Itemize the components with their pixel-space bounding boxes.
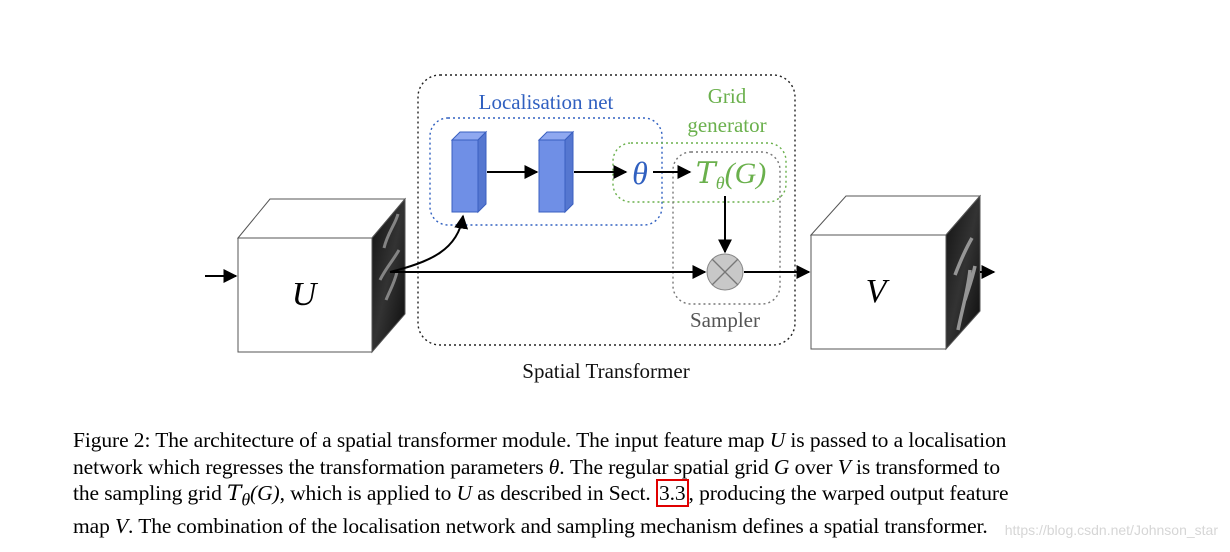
caption-line-1: Figure 2: The architecture of a spatial … xyxy=(73,427,1153,454)
caption-text: as described in Sect. xyxy=(471,481,656,506)
input-label-u: U xyxy=(292,276,319,313)
localisation-layer-2 xyxy=(537,130,575,214)
output-feature-map-v xyxy=(809,194,982,351)
caption-text: is transformed to xyxy=(850,454,1001,479)
arrow-u-to-localisation xyxy=(389,214,469,273)
section-reference-link[interactable]: 3.3 xyxy=(655,479,689,508)
input-feature-map-u xyxy=(236,197,407,354)
caption-line-4: map V. The combination of the localisati… xyxy=(73,513,1153,540)
caption-text: , which is applied to xyxy=(279,481,457,506)
caption-text: . The regular spatial grid xyxy=(559,454,774,479)
symbol-t-sub: θ xyxy=(241,489,251,510)
symbol-g: G xyxy=(773,454,790,479)
symbol-u: U xyxy=(769,428,786,452)
symbol-u: U xyxy=(456,481,473,506)
localisation-net-label: Localisation net xyxy=(479,90,614,114)
caption-text: over xyxy=(789,454,838,479)
caption-text: network which regresses the transformati… xyxy=(73,454,549,479)
caption-text: is passed to a localisation xyxy=(785,428,1007,452)
caption-line-2: network which regresses the transformati… xyxy=(73,454,1153,481)
symbol-t-arg: (G) xyxy=(250,481,280,506)
spatial-transformer-label: Spatial Transformer xyxy=(522,359,689,383)
figure-caption: Figure 2: The architecture of a spatial … xyxy=(73,427,1153,540)
caption-text: , producing the warped output feature xyxy=(688,481,1009,506)
spatial-transformer-diagram: U V Localisation net Grid generator θ Tθ… xyxy=(205,74,996,383)
watermark: https://blog.csdn.net/Johnson_star xyxy=(1004,522,1218,538)
caption-text: map xyxy=(73,514,115,539)
localisation-net-box xyxy=(429,117,663,226)
transform-function: Tθ(G) xyxy=(696,156,767,193)
caption-text: . The combination of the localisation ne… xyxy=(128,514,988,539)
figure-label: Figure 2: xyxy=(73,428,151,452)
transform-t: T xyxy=(696,156,718,191)
caption-line-3: the sampling grid Tθ(G), which is applie… xyxy=(73,479,1153,513)
spatial-transformer-container xyxy=(417,74,796,346)
theta-symbol: θ xyxy=(632,155,648,191)
grid-generator-label-line2: generator xyxy=(687,113,766,137)
symbol-theta: θ xyxy=(548,454,560,479)
symbol-v: V xyxy=(837,454,851,479)
grid-generator-label-line1: Grid xyxy=(708,84,747,108)
sampler-box xyxy=(672,151,781,305)
localisation-layer-1 xyxy=(450,130,488,214)
symbol-v: V xyxy=(115,514,129,539)
caption-text: The architecture of a spatial transforme… xyxy=(155,428,770,452)
sampler-node xyxy=(706,253,744,291)
grid-generator-box xyxy=(612,142,787,203)
transform-subscript: θ xyxy=(716,173,725,193)
transform-arg: (G) xyxy=(725,157,767,190)
symbol-t: T xyxy=(227,481,242,507)
caption-text: the sampling grid xyxy=(73,481,228,506)
sampler-label: Sampler xyxy=(690,308,760,332)
